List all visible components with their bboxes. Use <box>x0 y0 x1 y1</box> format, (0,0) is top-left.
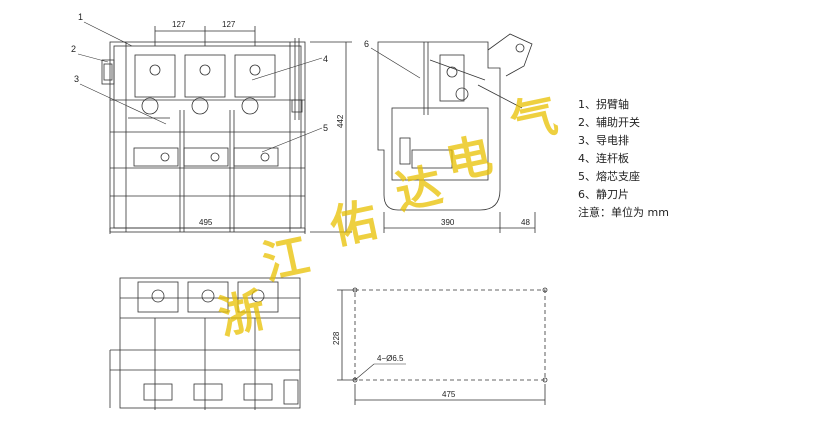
dim-top-pitch-1: 127 <box>172 20 186 29</box>
legend-item-3: 3、导电排 <box>578 134 629 147</box>
callout-2: 2 <box>71 44 76 54</box>
callout-3: 3 <box>74 74 79 84</box>
dim-side-depth: 390 <box>441 218 455 227</box>
callout-4: 4 <box>323 54 328 64</box>
dim-mount-height: 228 <box>332 331 341 345</box>
dim-side-extra: 48 <box>521 218 530 227</box>
front-view <box>101 38 306 233</box>
legend-note: 注意：单位为 mm <box>578 206 669 219</box>
callout-6: 6 <box>364 39 369 49</box>
legend-item-6: 6、静刀片 <box>578 188 629 201</box>
side-view <box>377 33 533 211</box>
watermark-char-4: 达 <box>391 158 447 220</box>
top-pitch-dimension <box>154 26 256 46</box>
watermark-char-1: 浙 <box>214 283 270 345</box>
front-height-dimension <box>310 41 352 233</box>
watermark-char-6: 气 <box>506 88 562 150</box>
legend-item-5: 5、熔芯支座 <box>578 170 640 183</box>
plan-view <box>109 277 301 410</box>
watermark-char-5: 电 <box>441 128 497 190</box>
dim-front-height: 442 <box>336 114 345 128</box>
watermark-char-3: 佑 <box>325 193 382 256</box>
watermark-char-2: 江 <box>258 228 314 290</box>
dim-mount-holes: 4−Ø6.5 <box>377 354 404 363</box>
mounting-layout <box>337 287 548 405</box>
legend: 1、拐臂轴 2、辅助开关 3、导电排 4、连杆板 5、熔芯支座 6、静刀片 注意… <box>578 96 669 222</box>
callout-leaders <box>77 21 421 153</box>
callout-5: 5 <box>323 123 328 133</box>
dim-front-width: 495 <box>199 218 213 227</box>
legend-item-2: 2、辅助开关 <box>578 116 640 129</box>
legend-item-1: 1、拐臂轴 <box>578 98 629 111</box>
side-depth-dimension <box>383 212 536 233</box>
dim-top-pitch-2: 127 <box>222 20 236 29</box>
callout-1: 1 <box>78 12 83 22</box>
dim-mount-width: 475 <box>442 390 456 399</box>
legend-item-4: 4、连杆板 <box>578 152 629 165</box>
front-width-dimension <box>109 227 306 234</box>
